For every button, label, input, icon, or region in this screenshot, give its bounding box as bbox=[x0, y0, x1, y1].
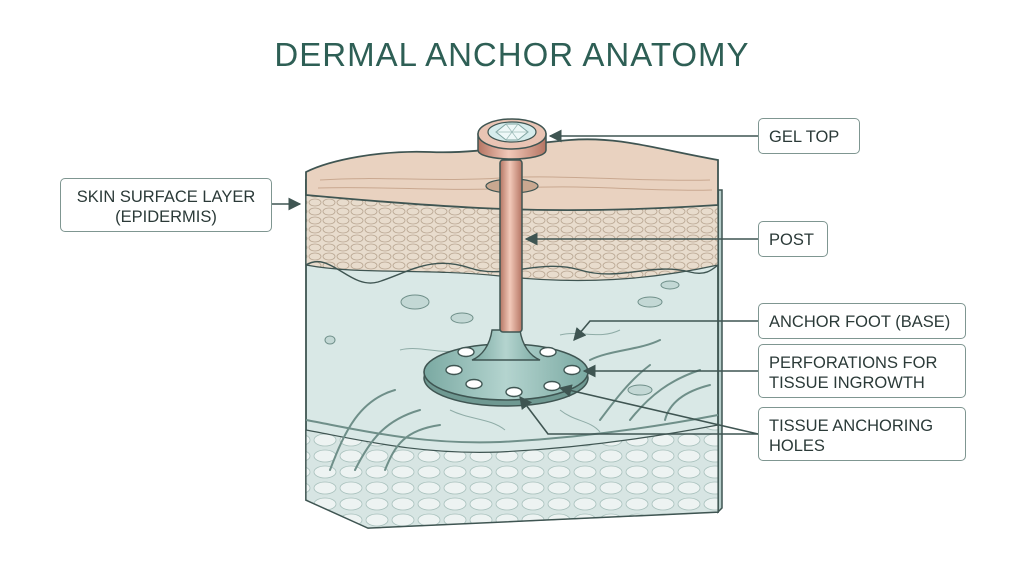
leader-holes-2 bbox=[519, 395, 758, 435]
callout-anchoring-holes-line1: TISSUE ANCHORING bbox=[769, 417, 934, 435]
leader-anchor-foot bbox=[573, 320, 758, 341]
callout-gel-top-text: GEL TOP bbox=[769, 128, 840, 146]
callout-skin-surface-line2: (EPIDERMIS) bbox=[115, 208, 217, 226]
anchor-hole bbox=[563, 364, 581, 376]
callout-anchoring-holes-line2: HOLES bbox=[769, 437, 825, 455]
leader-holes-1 bbox=[558, 384, 759, 435]
leader-lines bbox=[272, 129, 759, 435]
callout-skin-surface-line1: SKIN SURFACE LAYER bbox=[76, 188, 256, 206]
callout-skin-surface: SKIN SURFACE LAYER (EPIDERMIS) bbox=[60, 178, 272, 232]
callout-gel-top: GEL TOP bbox=[758, 118, 860, 154]
callout-anchor-foot: ANCHOR FOOT (BASE) bbox=[758, 303, 966, 339]
anchor-hole bbox=[505, 386, 523, 398]
page-title: DERMAL ANCHOR ANATOMY bbox=[274, 36, 750, 73]
callout-anchoring-holes: TISSUE ANCHORING HOLES bbox=[758, 407, 966, 461]
anchor-post bbox=[499, 159, 523, 333]
callout-perforations-line1: PERFORATIONS FOR bbox=[769, 354, 938, 372]
callout-perforations: PERFORATIONS FOR TISSUE INGROWTH bbox=[758, 344, 966, 398]
callout-perforations-line2: TISSUE INGROWTH bbox=[769, 374, 925, 392]
anchor-hole bbox=[539, 346, 557, 358]
anchor-holes bbox=[445, 346, 581, 398]
anchor-hole bbox=[457, 346, 475, 358]
callout-post-text: POST bbox=[769, 231, 814, 249]
anchor-hole bbox=[465, 378, 483, 390]
anchor-hole bbox=[543, 380, 561, 392]
callout-post: POST bbox=[758, 221, 828, 257]
gel-top bbox=[477, 118, 547, 160]
callout-anchor-foot-text: ANCHOR FOOT (BASE) bbox=[769, 313, 951, 331]
anchor-hole bbox=[445, 364, 463, 376]
